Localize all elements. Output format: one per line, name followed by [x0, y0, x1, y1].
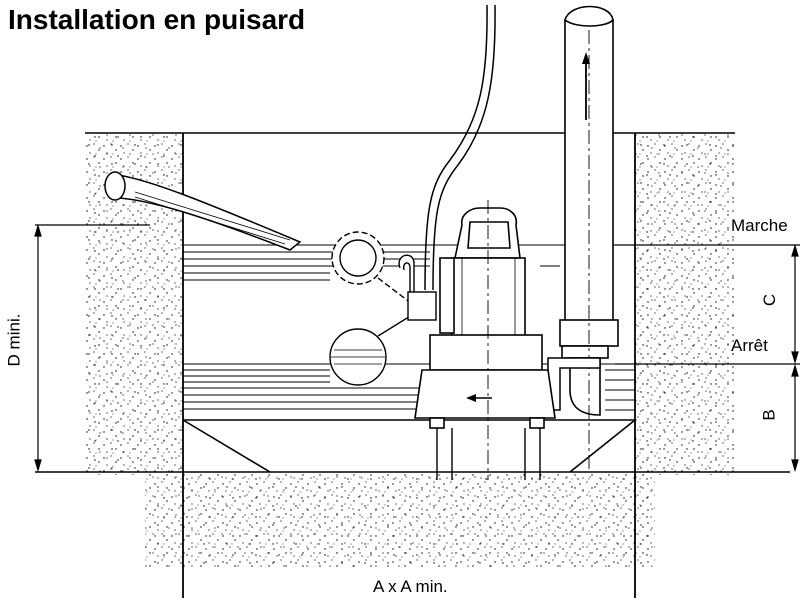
label-on-level: Marche	[731, 216, 788, 235]
inlet-pipe	[104, 171, 302, 251]
flow-arrow-left	[466, 394, 492, 402]
label-dimension-c: C	[760, 293, 780, 307]
float-switch-lower	[329, 309, 421, 386]
float-clamp	[398, 254, 437, 321]
discharge-pipe	[559, 5, 619, 470]
label-dimension-d: D mini.	[4, 313, 24, 367]
pump	[414, 200, 556, 480]
label-dimension-a: A x A min.	[373, 577, 448, 596]
label-dimension-b: B	[759, 409, 779, 421]
power-cable	[424, 4, 488, 291]
diagram-title: Installation en puisard	[8, 4, 306, 35]
dimension-d	[34, 223, 150, 473]
flow-arrow-up	[582, 52, 590, 120]
float-switch-upper	[331, 231, 421, 311]
water-hatching	[183, 244, 635, 411]
dimension-c-b	[615, 243, 800, 473]
label-off-level: Arrêt	[731, 336, 768, 355]
sump-floor	[35, 419, 790, 473]
pump-legs	[436, 428, 541, 480]
